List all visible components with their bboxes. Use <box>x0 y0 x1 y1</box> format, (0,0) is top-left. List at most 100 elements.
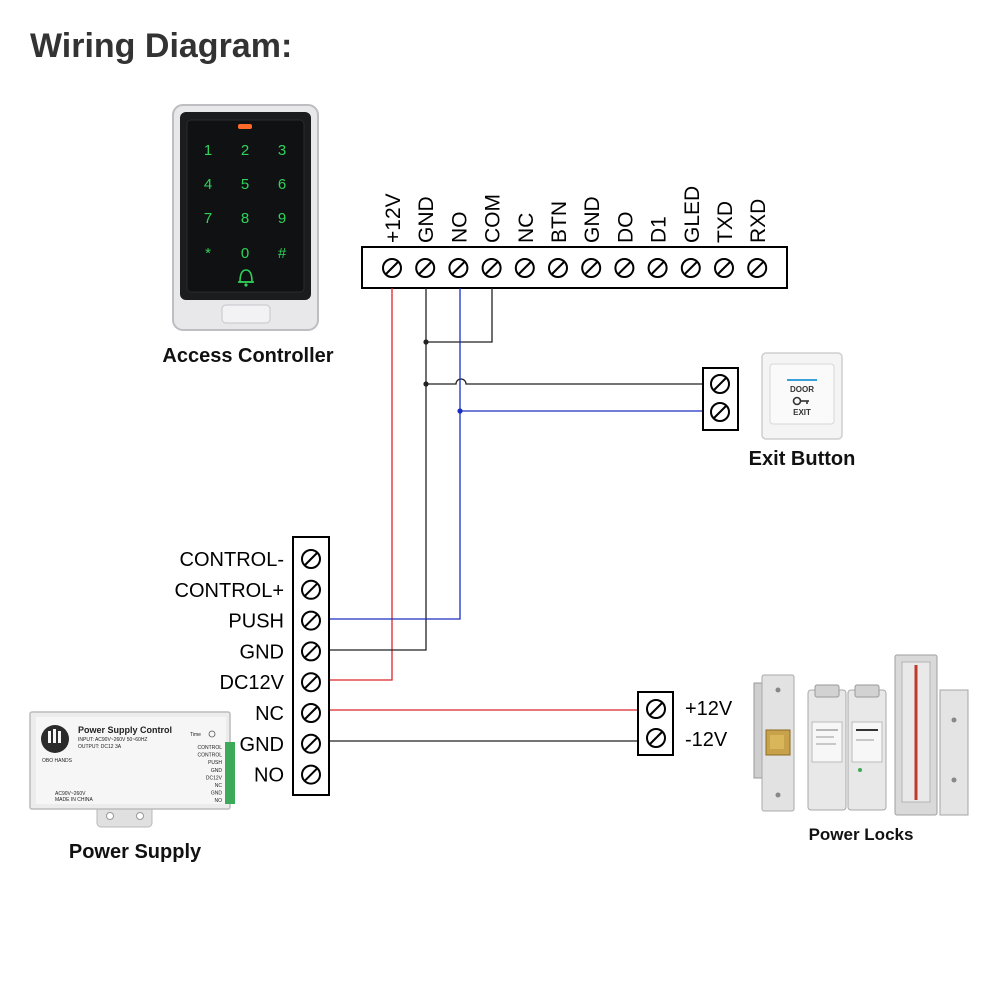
exit-terminal-screws <box>710 374 730 422</box>
controller-terminal-label: GND <box>415 196 438 243</box>
lock-terminal-minus: -12V <box>685 729 728 751</box>
ps-time-label: Time <box>190 732 201 738</box>
power-locks-caption: Power Locks <box>809 825 914 844</box>
lock-terminal-plus: +12V <box>685 698 733 720</box>
power-supply-terminal-screw <box>301 764 321 785</box>
controller-terminal-label: NO <box>448 212 471 244</box>
controller-terminal-label: BTN <box>548 201 571 243</box>
power-locks-devices <box>753 654 969 816</box>
controller-terminal-screw <box>680 258 701 278</box>
keypad-key: 6 <box>278 176 286 193</box>
controller-terminal-screw <box>747 258 768 278</box>
wire-gnd-exit <box>426 378 703 385</box>
hand-logo-icon <box>41 725 69 753</box>
controller-terminal-label: RXD <box>747 199 770 243</box>
power-supply-terminal-label: DC12V <box>220 672 285 694</box>
keypad-key: * <box>205 245 211 262</box>
power-supply-terminal-screw <box>301 610 321 631</box>
keypad-key: 9 <box>278 210 286 227</box>
power-supply-terminal-screw <box>301 672 321 693</box>
power-supply-terminal-screw <box>301 549 321 569</box>
ps-label-ac: AC90V~260V <box>55 791 86 797</box>
time-knob-icon <box>208 730 216 738</box>
wire-12v-red <box>329 288 393 681</box>
power-supply-terminal-screws <box>301 549 321 785</box>
ps-side-label: GND <box>211 791 223 797</box>
wire-com-black <box>426 288 493 343</box>
controller-terminal-screw <box>548 258 568 278</box>
controller-terminal-label: COM <box>482 194 505 243</box>
controller-terminal-labels: +12V GND NO COM NC BTN GND DO D1 GLED TXD RXD <box>382 186 770 243</box>
keypad-key: 2 <box>241 142 249 159</box>
exit-face-bottom-text: EXIT <box>793 408 811 417</box>
access-controller-caption: Access Controller <box>162 345 333 367</box>
exit-button-device: DOOR EXIT <box>761 352 843 440</box>
ps-brand-text: OBO HANDS <box>42 758 73 764</box>
exit-face-top-text: DOOR <box>790 385 814 394</box>
keypad-key: 3 <box>278 142 286 159</box>
power-supply-terminal-label: CONTROL+ <box>175 580 284 602</box>
wire-junctions <box>423 339 463 414</box>
controller-terminal-screw <box>714 258 734 278</box>
controller-terminal-label: D1 <box>648 216 671 243</box>
power-supply-terminal-screw <box>301 703 321 723</box>
keypad-key: # <box>278 245 287 262</box>
power-supply-terminal-label: GND <box>240 734 284 756</box>
ps-label-title: Power Supply Control <box>78 725 172 735</box>
power-supply-terminal-screw <box>301 733 321 754</box>
controller-terminal-screw <box>415 258 436 278</box>
keypad-key: 4 <box>204 176 212 193</box>
controller-terminal-screw <box>481 258 502 278</box>
controller-terminal-screw <box>382 258 402 278</box>
ps-side-label: PUSH <box>208 760 222 766</box>
wires <box>329 288 703 742</box>
power-supply-terminal-label: NC <box>255 703 284 725</box>
controller-terminal-screw <box>448 258 469 278</box>
controller-terminal-screw <box>514 258 535 278</box>
wire-gnd-black <box>329 288 427 651</box>
controller-terminal-label: TXD <box>714 201 737 243</box>
ps-made-in: MADE IN CHINA <box>55 797 93 803</box>
ps-label-input: INPUT: AC90V~260V 50~60HZ <box>78 737 148 743</box>
ps-side-label: DC12V <box>206 775 223 781</box>
controller-terminal-label: DO <box>614 212 637 244</box>
page-title: Wiring Diagram: <box>30 27 292 65</box>
power-supply-terminal-screw <box>301 641 321 662</box>
controller-terminal-screw <box>647 258 668 278</box>
status-led <box>238 124 252 129</box>
ps-side-label: CONTROL <box>198 745 223 751</box>
ps-side-label: NC <box>215 783 223 789</box>
controller-terminal-screws <box>382 258 768 278</box>
power-supply-terminal-label: GND <box>240 641 284 663</box>
controller-terminal-label: GLED <box>681 186 704 243</box>
ps-side-label: GND <box>211 768 223 774</box>
power-supply-terminal-block <box>292 536 330 796</box>
key-icon <box>792 396 809 406</box>
access-controller-device: 1 2 3 4 5 6 7 8 9 * 0 # <box>172 104 319 331</box>
wire-no-blue <box>329 288 461 620</box>
power-supply-terminal-label: PUSH <box>228 611 284 633</box>
controller-terminal-screw <box>614 258 635 278</box>
keypad: 1 2 3 4 5 6 7 8 9 * 0 # <box>204 142 287 262</box>
power-supply-terminal-label: CONTROL- <box>180 549 284 571</box>
keypad-key: 8 <box>241 210 249 227</box>
controller-terminal-label: GND <box>581 196 604 243</box>
ps-side-label: CONTROL <box>198 753 223 759</box>
controller-terminal-label: +12V <box>382 193 405 243</box>
ps-side-label: NO <box>215 798 223 804</box>
keypad-key: 7 <box>204 210 212 227</box>
bell-icon <box>238 269 254 287</box>
controller-terminal-screw <box>581 258 602 278</box>
keypad-key: 0 <box>241 245 249 262</box>
keypad-key: 5 <box>241 176 249 193</box>
ps-label-output: OUTPUT: DC12 3A <box>78 744 122 750</box>
power-supply-device: OBO HANDS Power Supply Control INPUT: AC… <box>29 711 235 828</box>
controller-terminal-label: NC <box>515 213 538 243</box>
ps-green-terminal-strip <box>225 742 235 804</box>
power-supply-terminal-label: NO <box>254 765 284 787</box>
keypad-key: 1 <box>204 142 212 159</box>
power-supply-terminal-screw <box>301 579 321 600</box>
